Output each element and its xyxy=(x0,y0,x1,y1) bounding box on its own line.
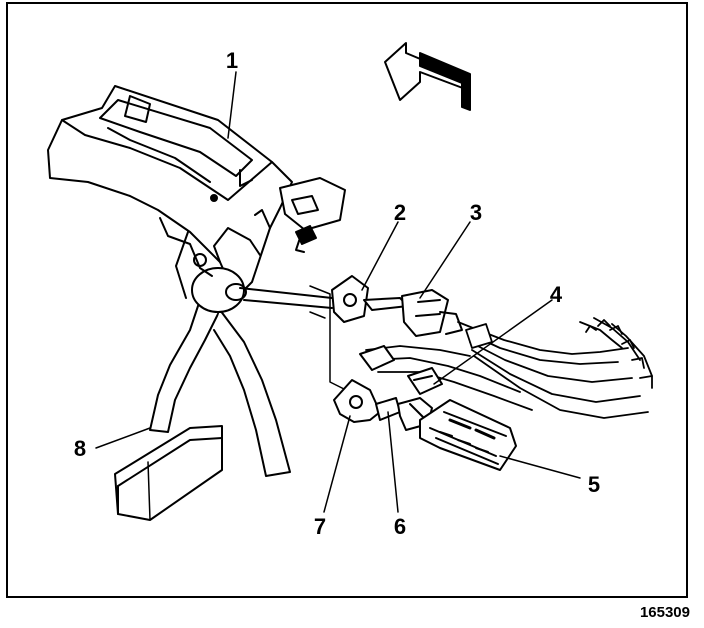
leader-3 xyxy=(419,221,471,299)
pivot-shaft xyxy=(239,287,333,309)
leader-6 xyxy=(387,411,399,513)
stoplamp-switch xyxy=(363,289,463,337)
leader-4 xyxy=(433,299,553,385)
pedal-pad xyxy=(114,425,223,521)
switch-retainer-lower xyxy=(333,379,381,423)
pedal-bracket xyxy=(47,85,293,299)
leader-2 xyxy=(361,221,399,291)
bracket-clip xyxy=(279,177,346,253)
leader-8 xyxy=(95,427,151,449)
leader-1 xyxy=(227,71,237,139)
callout-6: 6 xyxy=(394,514,406,539)
callout-leaders xyxy=(95,71,581,513)
callout-7: 7 xyxy=(314,514,326,539)
stoplamp-switch-retainer xyxy=(331,275,369,323)
callout-8: 8 xyxy=(74,436,86,461)
leader-5 xyxy=(499,455,581,479)
brake-pedal-arm xyxy=(149,217,291,477)
callout-5: 5 xyxy=(588,472,600,497)
direction-arrow-icon xyxy=(384,42,471,111)
leader-frame-lines xyxy=(309,285,347,391)
callout-4: 4 xyxy=(550,282,563,307)
figure-id: 165309 xyxy=(639,604,690,621)
callout-1: 1 xyxy=(226,48,238,73)
harness-connector xyxy=(359,345,443,395)
callout-3: 3 xyxy=(470,200,482,225)
leader-7 xyxy=(323,415,351,513)
switch-module xyxy=(419,399,517,471)
callout-2: 2 xyxy=(394,200,406,225)
